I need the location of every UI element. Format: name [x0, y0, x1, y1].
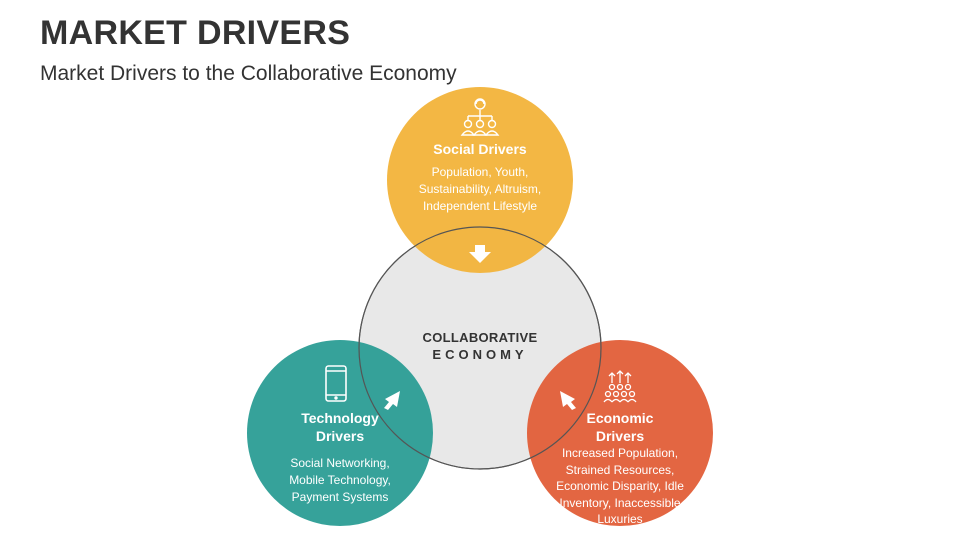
social-drivers-block: Social Drivers Population, Youth, Sustai…	[400, 140, 560, 215]
technology-drivers-title: Technology Drivers	[265, 409, 415, 445]
page-title: MARKET DRIVERS	[40, 14, 351, 52]
economic-item: Increased Population,	[561, 446, 679, 460]
technology-item: Mobile Technology,	[289, 473, 391, 487]
smartphone-icon	[325, 365, 347, 402]
arrow-up-right-icon	[384, 391, 400, 410]
social-item: Independent Lifestyle	[422, 199, 538, 213]
economic-drivers-title: Economic Drivers	[540, 409, 700, 445]
social-drivers-title: Social Drivers	[433, 141, 527, 157]
center-label-line1: COLLABORATIVE	[422, 330, 538, 345]
page-subtitle: Market Drivers to the Collaborative Econ…	[40, 62, 457, 85]
arrow-up-left-icon	[560, 391, 576, 410]
social-item: Population, Youth,	[431, 165, 529, 179]
economic-item: Strained Resources,	[565, 462, 675, 477]
arrow-down-icon	[469, 245, 491, 263]
technology-item: Social Networking,	[290, 456, 390, 470]
technology-item: Payment Systems	[291, 490, 389, 504]
technology-drivers-list: Social Networking, Mobile Technology, Pa…	[265, 455, 415, 506]
center-label-line2: ECONOMY	[432, 347, 528, 362]
technology-title-line1: Technology	[301, 410, 379, 426]
economic-title-line1: Economic	[586, 410, 654, 426]
social-circle	[387, 87, 573, 273]
economic-item: Luxuries	[597, 512, 643, 526]
technology-title-line2: Drivers	[315, 428, 365, 444]
economic-item: Economic Disparity, Idle	[556, 479, 684, 493]
center-label: COLLABORATIVE ECONOMY	[400, 330, 560, 362]
economic-circle	[527, 340, 713, 526]
economic-title-line2: Drivers	[595, 428, 645, 444]
economic-drivers-block: Economic Drivers Increased Population, S…	[540, 409, 700, 528]
center-circle-outline	[358, 226, 602, 470]
technology-drivers-block: Technology Drivers Social Networking, Mo…	[265, 409, 415, 506]
economic-drivers-list: Increased Population, Strained Resources…	[540, 445, 700, 528]
technology-circle	[247, 340, 433, 526]
social-drivers-list: Population, Youth, Sustainability, Altru…	[400, 164, 560, 215]
people-network-icon	[460, 98, 500, 136]
social-item: Sustainability, Altruism,	[418, 182, 542, 196]
crowd-growth-icon	[603, 370, 637, 403]
economic-item: Inventory, Inaccessible	[559, 495, 681, 510]
